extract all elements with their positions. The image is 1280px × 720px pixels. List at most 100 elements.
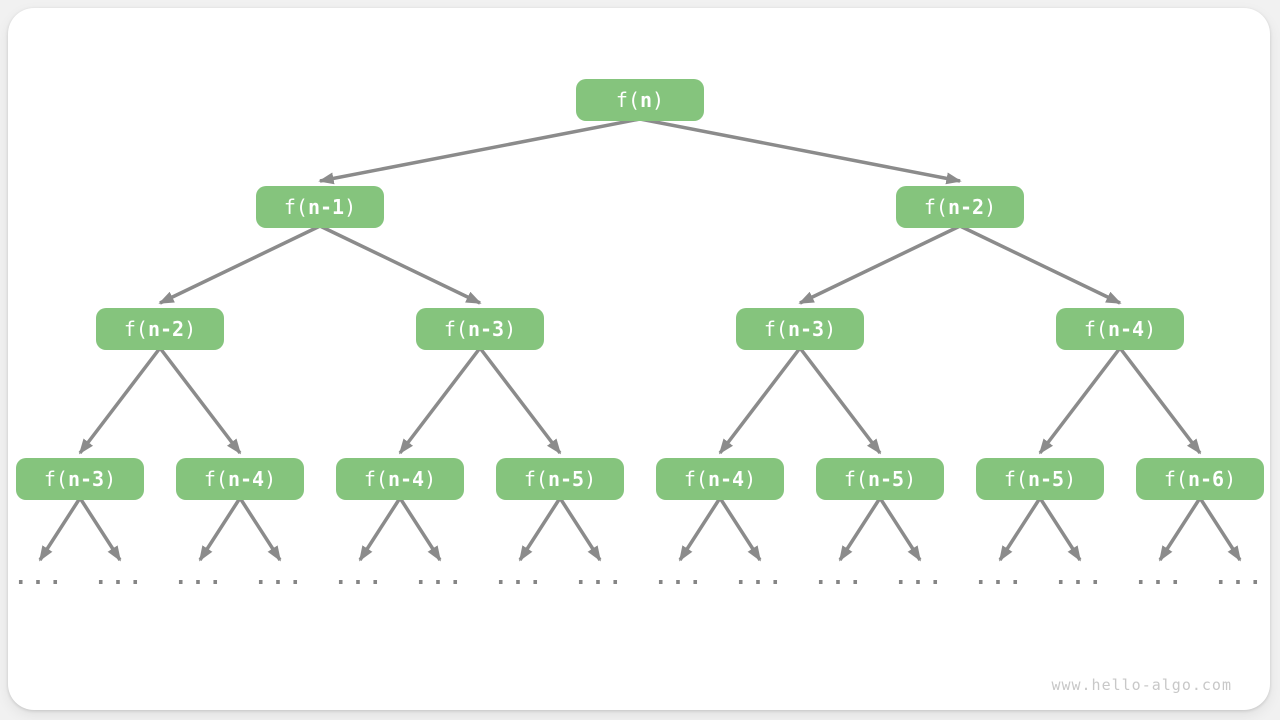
ellipsis-leaf: ... [814,565,866,590]
edge-arrow [1118,346,1202,455]
tree-node: f(n-5) [816,458,944,500]
diagram-card [8,8,1270,710]
ellipsis-leaf: ... [894,565,946,590]
node-label: n-5 [867,467,905,491]
node-label: ) [104,467,117,491]
node-label: n-3 [67,467,105,491]
edge-arrow [718,346,802,455]
edge-arrow [478,346,562,455]
node-label: ) [744,467,757,491]
node-label: n-4 [387,467,425,491]
edge-arrow [639,117,962,185]
node-label: ) [184,317,197,341]
node-label: n-3 [467,317,505,341]
node-label: f( [1003,467,1028,491]
ellipsis-leaf: ... [974,565,1026,590]
node-label: ) [1224,467,1237,491]
node-label: f( [43,467,68,491]
node-label: ) [1144,317,1157,341]
node-label: ) [824,317,837,341]
edge-arrow [158,346,242,455]
node-label: n [640,88,653,112]
ellipsis-leaf: ... [94,565,146,590]
node-label: f( [923,195,948,219]
edge-arrow [398,497,442,562]
node-label: ) [984,195,997,219]
edge-arrow [318,117,641,185]
ellipsis-leaf: ... [1054,565,1106,590]
node-label: ) [504,317,517,341]
node-label: f( [443,317,468,341]
edge-arrow [718,497,762,562]
node-label: ) [652,88,665,112]
node-label: f( [763,317,788,341]
tree-node: f(n-4) [1056,308,1184,350]
edge-arrow [158,224,321,305]
tree-node: f(n-4) [176,458,304,500]
node-label: n-5 [1027,467,1065,491]
node-label: n-6 [1187,467,1225,491]
ellipsis-leaf: ... [174,565,226,590]
edge-arrow [398,346,482,455]
node-label: f( [1083,317,1108,341]
tree-node: f(n-3) [16,458,144,500]
node-label: n-4 [707,467,745,491]
edge-arrow [198,497,242,562]
watermark: www.hello-algo.com [1051,676,1232,694]
ellipsis-leaf: ... [414,565,466,590]
node-label: n-1 [307,195,345,219]
tree-node: f(n-1) [256,186,384,228]
edge-arrows [38,117,1242,562]
edge-arrow [319,224,482,305]
node-label: f( [615,88,640,112]
edge-arrow [798,346,882,455]
edge-arrow [1038,497,1082,562]
node-label: f( [363,467,388,491]
node-label: f( [123,317,148,341]
node-label: n-4 [1107,317,1145,341]
edge-arrow [798,224,961,305]
edge-arrow [518,497,562,562]
tree-node: f(n-3) [416,308,544,350]
edge-arrow [238,497,282,562]
node-label: f( [523,467,548,491]
edge-arrow [1158,497,1202,562]
ellipsis-leaf: ... [654,565,706,590]
ellipsis-leaf: ... [1214,565,1266,590]
edge-arrow [678,497,722,562]
tree-node: f(n-4) [336,458,464,500]
node-label: n-5 [547,467,585,491]
edge-arrow [878,497,922,562]
node-label: n-2 [147,317,185,341]
tree-node: f(n-5) [496,458,624,500]
node-label: ) [424,467,437,491]
tree-node: f(n-4) [656,458,784,500]
ellipsis-leaf: ... [734,565,786,590]
ellipsis-leaf: ... [494,565,546,590]
edge-arrow [1038,346,1122,455]
node-label: ) [344,195,357,219]
node-label: f( [283,195,308,219]
node-label: ) [584,467,597,491]
tree-node: f(n-3) [736,308,864,350]
tree-node: f(n) [576,79,704,121]
node-label: f( [843,467,868,491]
node-label: n-2 [947,195,985,219]
node-label: n-3 [787,317,825,341]
edge-arrow [998,497,1042,562]
edge-arrow [1198,497,1242,562]
node-label: f( [203,467,228,491]
node-label: ) [264,467,277,491]
ellipsis-leaf: ... [334,565,386,590]
node-label: f( [683,467,708,491]
edge-arrow [959,224,1122,305]
node-label: n-4 [227,467,265,491]
node-label: ) [1064,467,1077,491]
ellipsis-leaf: ... [574,565,626,590]
edge-arrow [78,346,162,455]
node-label: ) [904,467,917,491]
tree-node: f(n-6) [1136,458,1264,500]
tree-node: f(n-2) [96,308,224,350]
